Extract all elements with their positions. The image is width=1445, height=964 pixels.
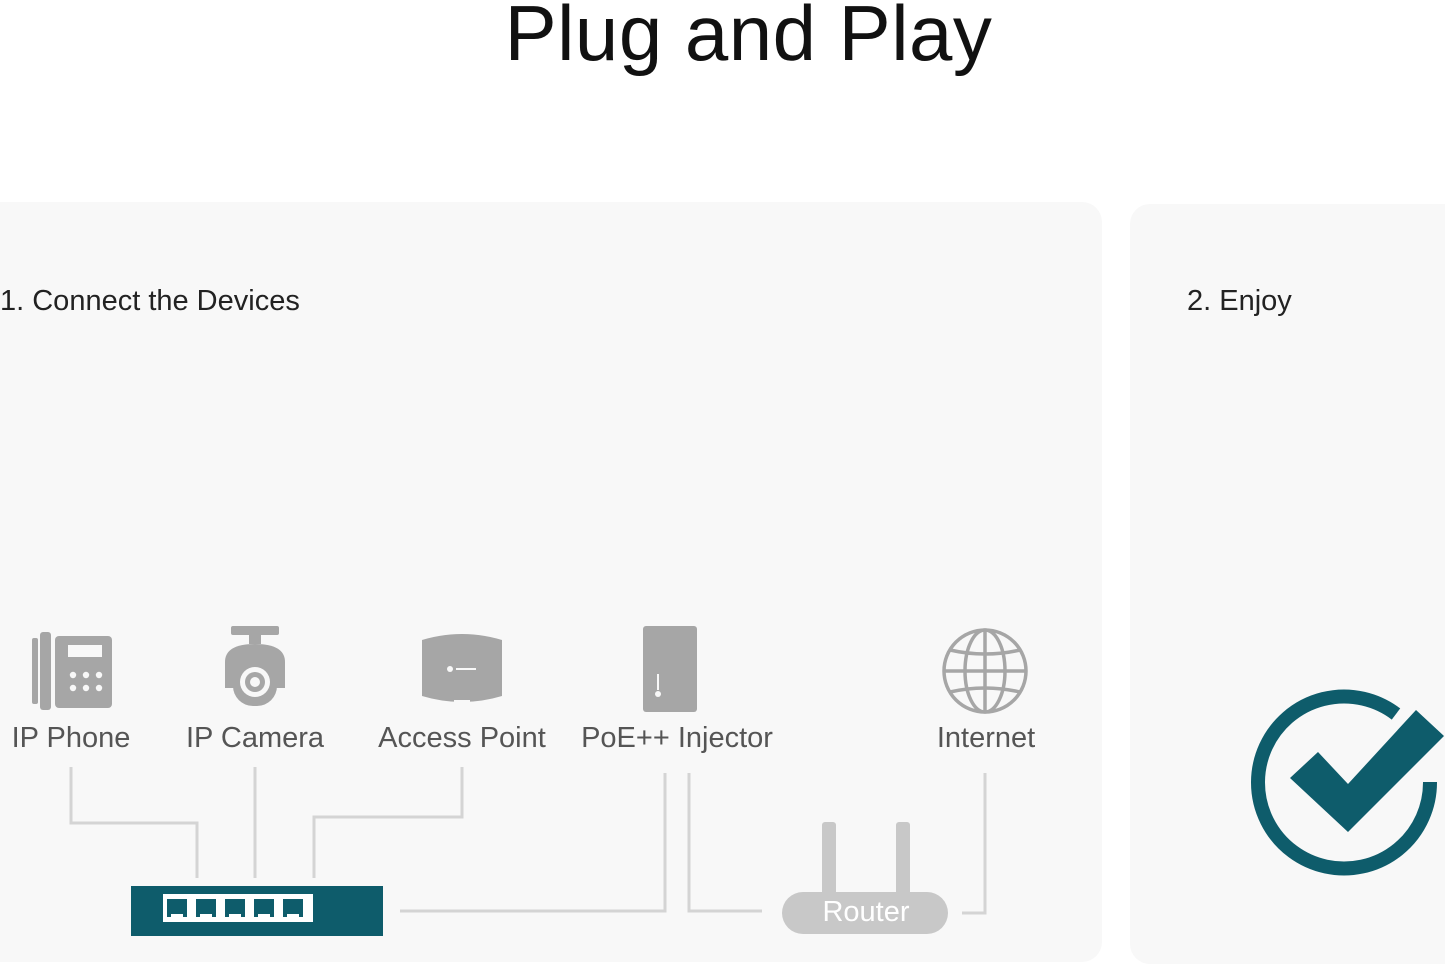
phone-icon [30,630,114,710]
phone-cable [69,767,199,878]
camera-icon [219,624,291,710]
access-point-label: Access Point [378,722,546,754]
poe-injector-label: PoE++ Injector [581,722,773,754]
step-enjoy-label: 2. Enjoy [1187,285,1292,317]
ip-camera-label: IP Camera [185,722,325,754]
connection-lines [69,767,987,915]
access-point-cable [312,767,464,878]
connect-panel [0,202,1102,962]
page-title: Plug and Play [504,0,993,77]
router-to-internet-cable [962,773,987,915]
router-icon [780,820,950,936]
access-point-icon [420,632,504,708]
internet-label: Internet [936,722,1036,754]
injector-to-router-cable [687,773,762,913]
enjoy-panel [1130,204,1445,964]
switch-to-injector-cable [400,773,667,913]
switch-icon [131,886,383,936]
step-connect-label: 1. Connect the Devices [0,285,300,317]
ip-phone-label: IP Phone [11,722,131,754]
poe-injector-icon [642,624,698,714]
globe-icon [940,626,1030,716]
checkmark-icon [1248,686,1445,876]
router-label: Router [822,896,910,928]
